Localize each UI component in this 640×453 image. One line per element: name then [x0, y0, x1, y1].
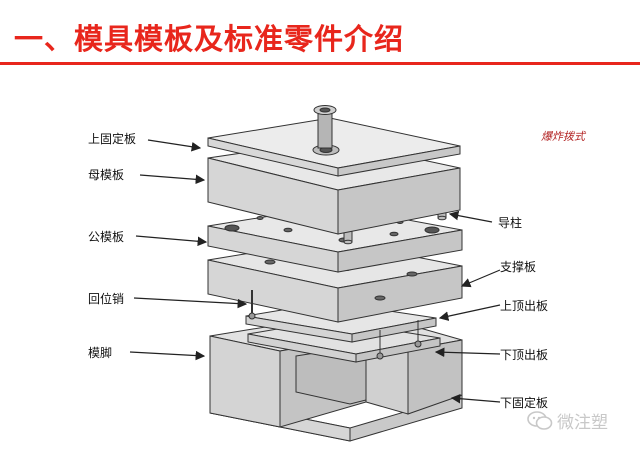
label-core-plate: 公模板 — [88, 230, 125, 244]
label-cavity-plate: 母模板 — [88, 168, 125, 182]
watermark: 微注塑 — [527, 408, 608, 433]
label-top-clamp-plate: 上固定板 — [88, 132, 137, 146]
label-lower-ejector-plate: 下顶出板 — [500, 348, 549, 362]
top-clamp-plate — [207, 105, 461, 177]
label-spacer-block: 模脚 — [88, 346, 113, 360]
title-underline — [0, 62, 640, 65]
label-bottom-clamp-plate: 下固定板 — [500, 396, 549, 410]
watermark-text: 微注塑 — [557, 413, 608, 433]
label-support-plate: 支撑板 — [500, 260, 537, 274]
label-upper-ejector-plate: 上顶出板 — [500, 299, 549, 313]
label-guide-pillar: 导柱 — [498, 216, 523, 230]
view-stamp: 爆炸拨式 — [541, 130, 585, 143]
leader-arrows — [129, 139, 501, 404]
wechat-icon — [527, 410, 553, 430]
slide-title: 一、模具模板及标准零件介绍 — [14, 22, 405, 56]
label-return-pin: 回位销 — [88, 292, 125, 306]
